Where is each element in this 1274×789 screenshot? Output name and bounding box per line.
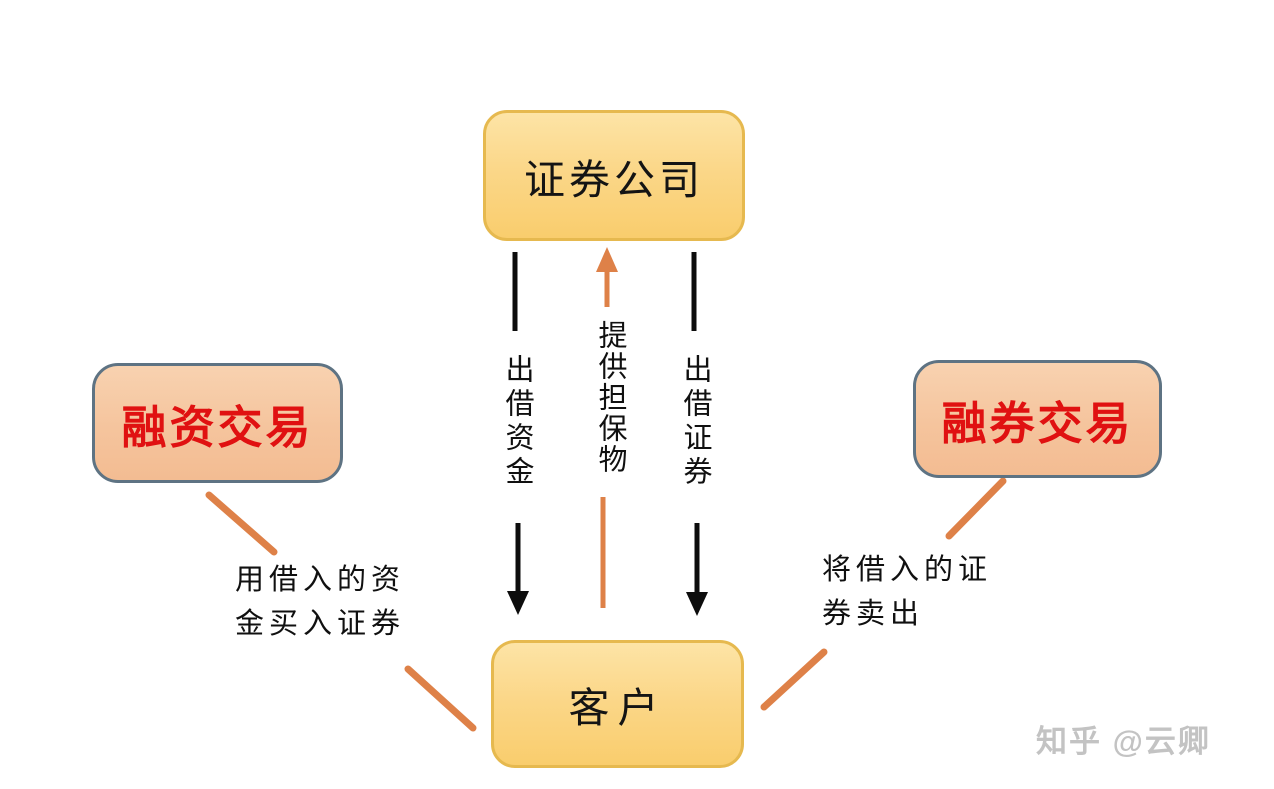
lending-diagonal-lower bbox=[760, 648, 828, 711]
lend-securities-down-arrow bbox=[686, 523, 708, 616]
margin-diagonal-lower bbox=[404, 665, 477, 732]
securities-company-label: 证券公司 bbox=[524, 156, 704, 203]
customer-label: 客户 bbox=[568, 685, 667, 731]
label-provide-collateral: 提供担保物 bbox=[594, 320, 626, 475]
note-securities-lending: 将借入的证 券卖出 bbox=[822, 548, 1012, 636]
margin-diagonal-upper bbox=[205, 491, 278, 556]
lend-funds-down-arrow bbox=[507, 523, 529, 615]
label-lend-funds: 出借资金 bbox=[501, 354, 533, 490]
node-customer: 客户 bbox=[491, 640, 744, 768]
note-margin-line1: 用借入的资 bbox=[234, 564, 405, 596]
node-securities-lending: 融券交易 bbox=[913, 360, 1162, 478]
margin-trading-label: 融资交易 bbox=[121, 402, 314, 453]
lending-diagonal-upper bbox=[945, 477, 1007, 540]
watermark: 知乎 @云卿 bbox=[1036, 724, 1211, 759]
node-margin-trading: 融资交易 bbox=[92, 363, 343, 483]
provide-collateral-up-arrow bbox=[596, 247, 618, 307]
node-securities-company: 证券公司 bbox=[483, 110, 745, 241]
label-lend-securities: 出借证券 bbox=[679, 354, 711, 490]
note-lending-line1: 将借入的证 bbox=[822, 554, 993, 586]
note-margin-line2: 金买入证券 bbox=[234, 608, 405, 640]
note-lending-line2: 券卖出 bbox=[822, 598, 925, 630]
note-margin-trading: 用借入的资 金买入证券 bbox=[230, 558, 410, 646]
securities-lending-label: 融券交易 bbox=[941, 398, 1134, 449]
